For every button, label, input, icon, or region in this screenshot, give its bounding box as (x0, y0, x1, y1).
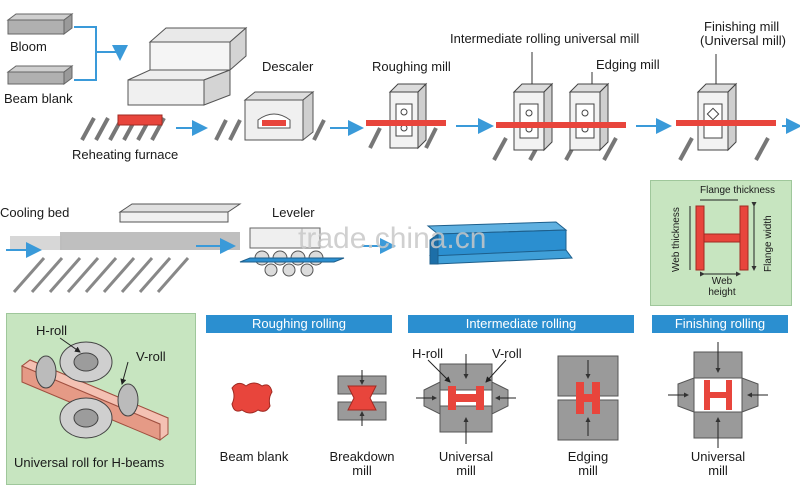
beam-blank-block (6, 65, 74, 85)
blur-patch-1 (390, 210, 440, 220)
label-flange-width: Flange width (763, 215, 774, 272)
label-descaler: Descaler (262, 59, 314, 74)
leveler (239, 227, 345, 277)
label-web-thickness: Web thickness (671, 207, 682, 272)
to-furnace-arrow (96, 45, 128, 61)
step-universal-2: Universal (690, 449, 746, 464)
label-h-roll-2: H-roll (412, 346, 444, 361)
step-breakdown: Breakdown (329, 449, 395, 464)
label-roughing-mill: Roughing mill (372, 59, 451, 74)
label-v-roll: V-roll (136, 349, 166, 364)
cooling-bed (10, 203, 242, 293)
universal-roll-illustration (21, 337, 169, 441)
banner-finishing: Finishing rolling (652, 315, 788, 333)
banner-roughing: Roughing rolling (206, 315, 392, 333)
edging-mill-shape (557, 355, 619, 441)
label-intermediate-mill: Intermediate rolling universal mill (450, 31, 640, 46)
descaler (214, 90, 326, 142)
finishing-mill (676, 82, 776, 161)
bloom-block (6, 13, 74, 35)
step-beam-blank: Beam blank (219, 449, 289, 464)
step-universal-1-mill: mill (456, 463, 476, 478)
step-edging-mill: mill (578, 463, 598, 478)
finished-h-beam (426, 221, 573, 265)
step-breakdown-mill: mill (352, 463, 372, 478)
step-universal-1: Universal (438, 449, 494, 464)
intermediate-universal-mill-shape (416, 354, 516, 444)
banner-intermediate: Intermediate rolling (408, 315, 634, 333)
label-flange-thickness: Flange thickness (700, 185, 776, 196)
label-edging-mill: Edging mill (596, 57, 660, 72)
intermediate-workpiece (496, 122, 626, 128)
label-universal-mill-paren: (Universal mill) (700, 33, 786, 48)
label-web: Web (711, 276, 733, 287)
beam-blank-shape (231, 382, 273, 414)
label-height: height (708, 287, 736, 298)
label-bloom: Bloom (10, 39, 47, 54)
label-finishing-mill: Finishing mill (704, 19, 780, 34)
reheating-furnace (80, 26, 248, 141)
finishing-universal-mill-shape (668, 342, 768, 448)
label-beam-blank: Beam blank (4, 91, 73, 106)
label-cooling-bed: Cooling bed (0, 205, 70, 220)
label-leveler: Leveler (272, 205, 315, 220)
edging-mill (568, 82, 610, 152)
merge-line (74, 26, 97, 81)
roughing-mill (366, 82, 446, 150)
breakdown-mill-shape (337, 370, 387, 426)
label-universal-roll-caption: Universal roll for H-beams (14, 455, 165, 470)
label-reheating-furnace: Reheating furnace (72, 147, 179, 162)
label-v-roll-2: V-roll (492, 346, 522, 361)
watermark: trade.china.cn (298, 222, 487, 255)
step-edging: Edging (567, 449, 609, 464)
label-h-roll: H-roll (36, 323, 68, 338)
h-beam-section (689, 199, 757, 277)
step-universal-2-mill: mill (708, 463, 728, 478)
